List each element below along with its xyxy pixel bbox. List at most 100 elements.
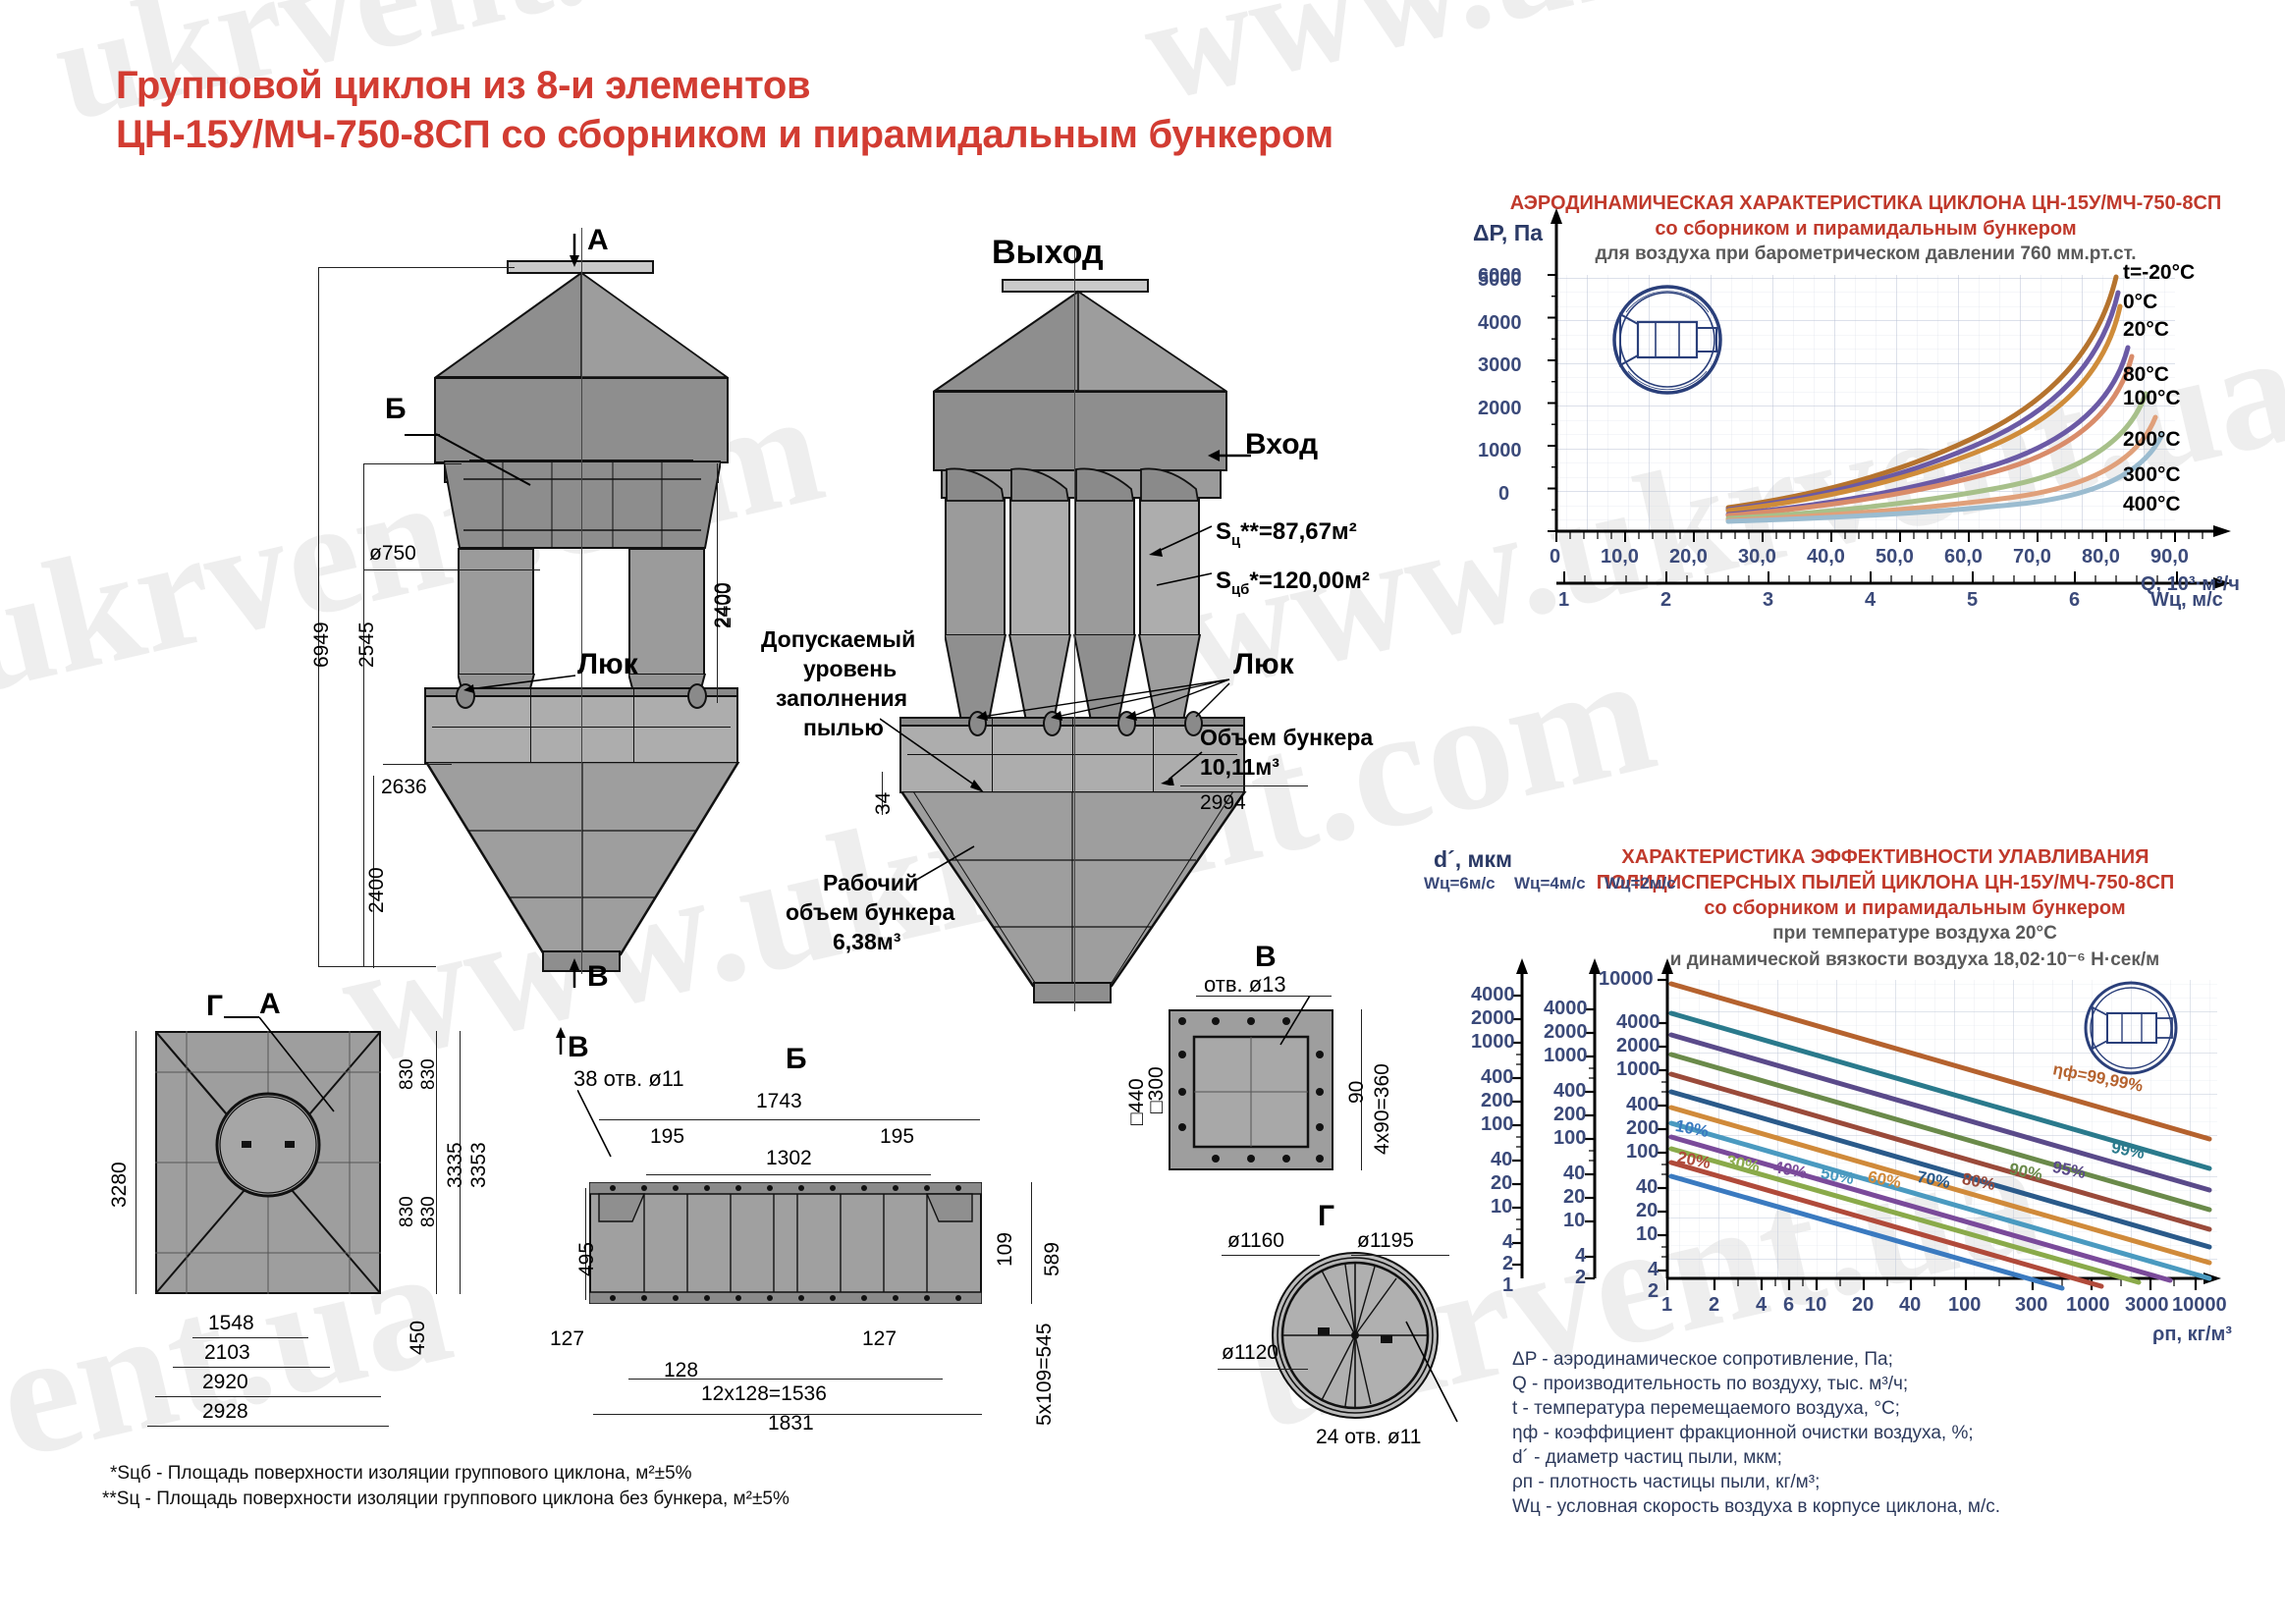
outlet-flange-side — [1002, 279, 1149, 293]
dim-line-d1195 — [1351, 1255, 1449, 1256]
section-arrow-V — [570, 958, 579, 988]
eff-axis-header-6: Wц=6м/с — [1424, 874, 1496, 893]
holes-d13: отв. ø13 — [1204, 972, 1286, 997]
eff-y1-40: 40 — [1491, 1149, 1513, 1170]
pyramid-hopper-side — [899, 791, 1247, 988]
eff-y3-10: 10 — [1636, 1223, 1659, 1245]
eff-y1-100: 100 — [1481, 1113, 1514, 1135]
aero-x-axis-label: Q, 10³·м³/ч — [2141, 573, 2240, 595]
eff-y1-400: 400 — [1481, 1066, 1514, 1088]
dim-830-c: 830 — [397, 1196, 417, 1227]
dim-line-1548 — [192, 1337, 308, 1338]
aero-xtick-20: 20,0 — [1669, 546, 1708, 568]
dim-450: 450 — [407, 1320, 429, 1355]
eff-y2-40: 40 — [1563, 1163, 1586, 1184]
eff-y2-20: 20 — [1563, 1186, 1586, 1208]
dim-ext-mid — [363, 463, 462, 464]
dim-1302: 1302 — [766, 1147, 812, 1169]
eff-y1-1000: 1000 — [1471, 1031, 1515, 1053]
eff-xtick-6: 6 — [1783, 1294, 1795, 1316]
aero-x2-tick-6: 6 — [2069, 589, 2081, 611]
work-volume-leader — [913, 845, 975, 883]
aero-x2-tick-5: 5 — [1967, 589, 1979, 611]
eff-y2-1000: 1000 — [1544, 1045, 1588, 1066]
section-mark-V-B: В — [568, 1031, 589, 1063]
eff-y3-200: 200 — [1626, 1117, 1659, 1139]
center-line-front — [581, 228, 582, 974]
cyclone-body-4 — [1139, 497, 1200, 636]
dim-line-589 — [1031, 1182, 1032, 1304]
cyclone-body-1 — [945, 497, 1006, 636]
eff-chart-subtitle2: при температуре воздуха 20°C — [1772, 923, 2057, 944]
dim-830-b: 830 — [418, 1058, 439, 1090]
eff-y3-1000: 1000 — [1616, 1058, 1660, 1080]
aero-chart-subtitle: со сборником и пирамидальным бункером — [1655, 218, 2077, 240]
eff-y3-2: 2 — [1648, 1280, 1659, 1302]
aero-ytick-2000: 2000 — [1478, 398, 1522, 419]
eff-y1-1: 1 — [1502, 1274, 1514, 1296]
dim-195-r: 195 — [880, 1125, 915, 1148]
holes-d13-leader — [1279, 996, 1311, 1046]
dim-6949: 6949 — [310, 622, 333, 668]
hatch-leaders-side — [976, 678, 1230, 721]
cyclone-body-3 — [1074, 497, 1135, 636]
dim-109: 109 — [994, 1231, 1016, 1267]
area-leaders — [1149, 525, 1213, 586]
section-mark-V-front: В — [587, 960, 609, 993]
holes-d13-line — [1196, 996, 1332, 997]
inlet-arrow — [1208, 450, 1251, 461]
aero-ytick-5000: 5000 — [1478, 269, 1522, 291]
collector-rib-s3 — [1153, 719, 1154, 791]
dim-line-2103 — [173, 1367, 330, 1368]
footnote-2: **Sц - Площадь поверхности изоляции груп… — [102, 1487, 789, 1512]
dim-line-1831 — [593, 1414, 982, 1415]
leader-B — [405, 434, 440, 436]
eff-y2-10: 10 — [1563, 1210, 1586, 1231]
view-G-title: Г — [1318, 1200, 1335, 1232]
dim-line-d1120 — [1218, 1369, 1308, 1370]
aero-ytick-4000: 4000 — [1478, 312, 1522, 334]
aero-x2-tick-3: 3 — [1763, 589, 1774, 611]
aero-legend-t80: 80°C — [2123, 363, 2169, 386]
eff-y3-4000: 4000 — [1616, 1011, 1660, 1033]
cyclone-cylinder-right — [628, 548, 705, 676]
eff-y2-200: 200 — [1553, 1104, 1587, 1125]
aero-legend-t-minus20: t=-20°C — [2123, 261, 2196, 284]
hatch-s4 — [1184, 711, 1203, 736]
dust-level-line-2: уровень — [803, 656, 898, 681]
roof-cone-side — [933, 290, 1227, 392]
dim-d750: ø750 — [369, 542, 416, 565]
area-Sc: Sц**=87,67м² — [1216, 518, 1357, 549]
aero-x2-tick-2: 2 — [1660, 589, 1672, 611]
aero-ytick-6000: 6000 — [1478, 265, 1522, 287]
view-V-title: В — [1255, 941, 1277, 973]
eff-y2-2000: 2000 — [1544, 1021, 1588, 1043]
eff-y1-2: 2 — [1502, 1253, 1514, 1274]
holes-24: 24 отв. ø11 — [1316, 1426, 1422, 1448]
view-G-mark: Г — [206, 990, 224, 1022]
footnote-2-text: **Sц - Площадь поверхности изоляции груп… — [102, 1489, 789, 1509]
holes-38: 38 отв. ø11 — [573, 1066, 684, 1091]
eff-chart-title2: ПОЛИДИСПЕРСНЫХ ПЫЛЕЙ ЦИКЛОНА ЦН-15У/МЧ-7… — [1596, 872, 2175, 893]
eff-xtick-4: 4 — [1756, 1294, 1768, 1316]
hatch-label-side: Люк — [1233, 648, 1294, 680]
dust-level-leader — [880, 718, 984, 792]
eff-y2-4: 4 — [1575, 1245, 1587, 1267]
section-mark-B: Б — [385, 393, 407, 425]
dim-line-34 — [882, 772, 883, 815]
legend-note-4: d´ - диаметр частиц пыли, мкм; — [1512, 1447, 1782, 1468]
eff-xtick-3000: 3000 — [2125, 1294, 2169, 1316]
aero-xtick-40: 40,0 — [1807, 546, 1845, 568]
aero-ytick-1000: 1000 — [1478, 440, 1522, 461]
legend-notes-block: ΔP - аэродинамическое сопротивление, Па;… — [1512, 1347, 2000, 1519]
legend-note-1: Q - производительность по воздуху, тыс. … — [1512, 1374, 1909, 1394]
eff-y1-20: 20 — [1491, 1172, 1513, 1194]
eff-y3-100: 100 — [1626, 1141, 1659, 1163]
title-line-1: Групповой циклон из 8-и элементов — [116, 64, 811, 107]
collector-rib-2 — [633, 689, 634, 762]
area-Sc-value: =87,67м² — [1258, 518, 1357, 545]
ring-flange — [1272, 1252, 1439, 1419]
dim-3353: 3353 — [467, 1142, 490, 1188]
dim-line-2920 — [155, 1396, 381, 1397]
aero-xtick-10: 10,0 — [1601, 546, 1639, 568]
